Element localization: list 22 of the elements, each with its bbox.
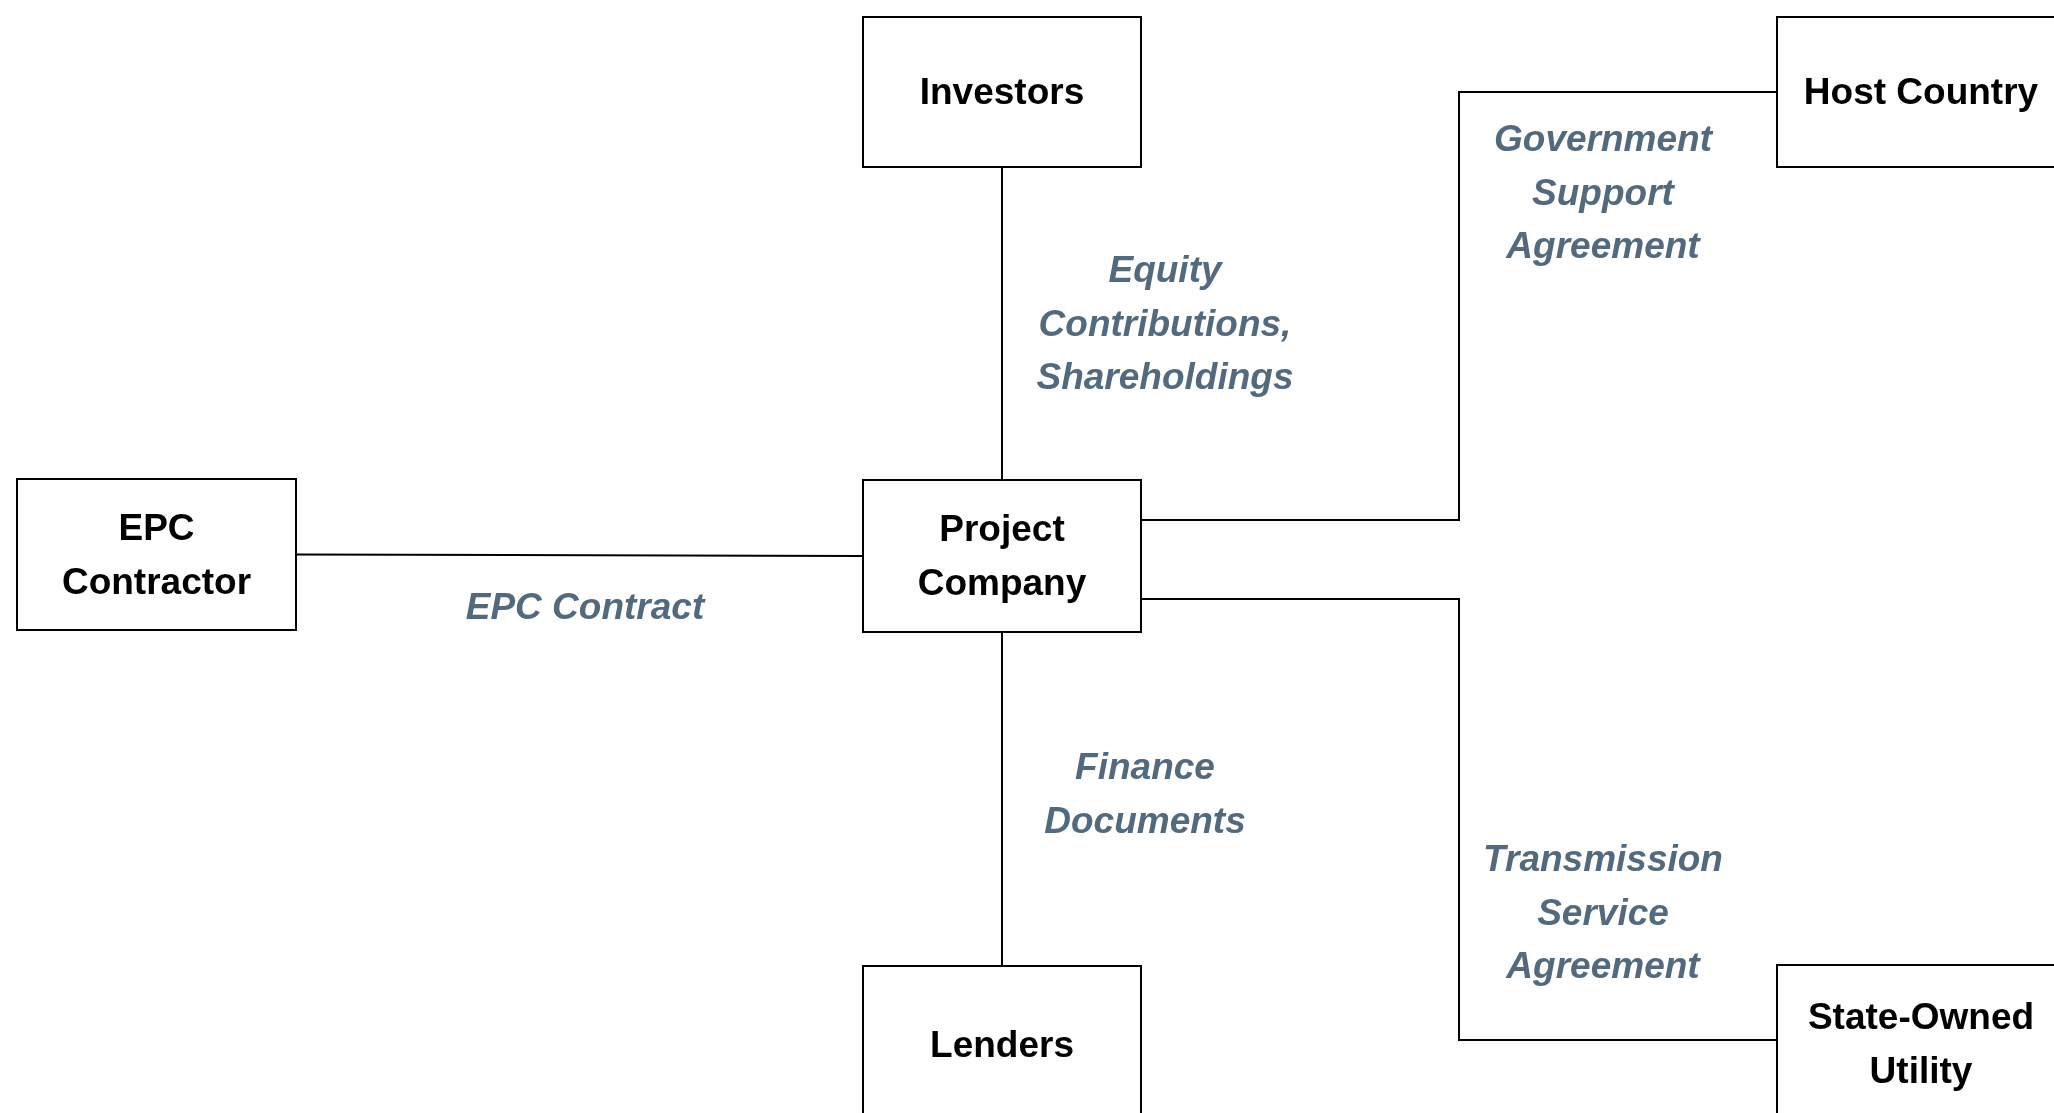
entity-name: Lenders: [929, 1023, 1075, 1068]
edge-label: Transmission Service Agreement: [1482, 837, 1724, 989]
edge-label: Finance Documents: [1043, 745, 1247, 843]
edge-label: Government Support Agreement: [1493, 117, 1715, 269]
connector-line: [1001, 167, 1003, 480]
connector-line: [1141, 91, 1777, 521]
entity-box: [862, 965, 1142, 1113]
edge-label: EPC Contract: [464, 585, 707, 629]
entity-name: Project Company: [916, 507, 1088, 605]
connector-line: [1141, 598, 1777, 1041]
connector-line: [296, 553, 863, 557]
entity-name: Investors: [918, 70, 1086, 115]
entity-name: Host Country: [1802, 70, 2040, 115]
entity-box: [862, 479, 1142, 633]
entity-box: [1776, 964, 2054, 1113]
entity-name: State-Owned Utility: [1806, 995, 2036, 1093]
edge-label: Equity Contributions, Shareholdings: [1035, 248, 1295, 400]
entity-box: [862, 16, 1142, 168]
connector-line: [1001, 632, 1003, 966]
entity-box: [16, 478, 297, 631]
entity-box: [1776, 16, 2054, 168]
entity-name: EPC Contractor: [60, 505, 253, 604]
